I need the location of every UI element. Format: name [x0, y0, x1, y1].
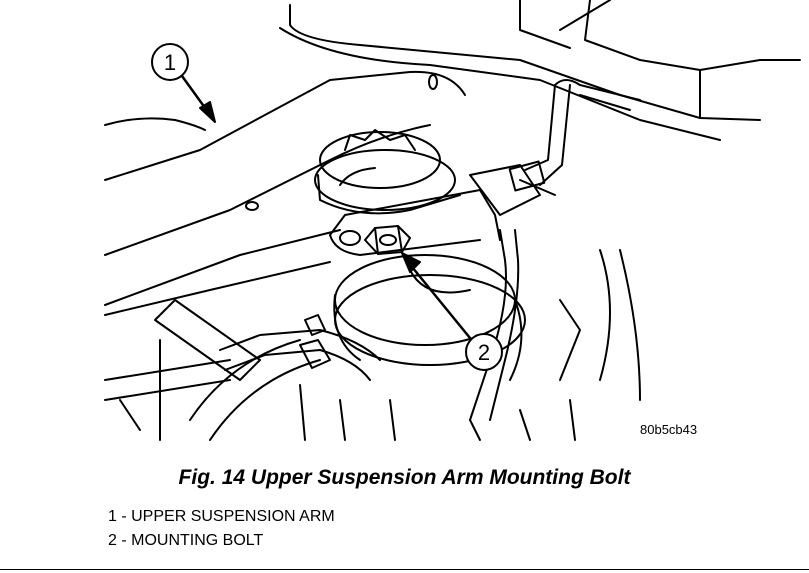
upper-suspension-arm	[104, 70, 466, 316]
frame-rail	[279, 0, 801, 141]
brake-line	[469, 79, 641, 421]
coil-spring	[333, 254, 526, 381]
callout-1-number: 1	[164, 50, 176, 75]
bushing-assembly	[314, 129, 461, 215]
figure-caption: Fig. 14 Upper Suspension Arm Mounting Bo…	[178, 466, 631, 489]
legend-item: 1 - UPPER SUSPENSION ARM	[108, 508, 335, 525]
mounting-bracket	[329, 164, 541, 256]
callout-2: 2	[401, 252, 503, 371]
image-reference-code: 80b5cb43	[640, 422, 698, 437]
callout-1: 1	[151, 43, 216, 123]
frame-right	[469, 249, 641, 441]
background-structure	[119, 339, 396, 441]
legend: 1 - UPPER SUSPENSION ARM 2 - MOUNTING BO…	[108, 505, 335, 553]
suspension-illustration: 1 2	[104, 0, 801, 441]
mounting-bolt	[364, 225, 411, 255]
hose-routing	[104, 299, 381, 441]
bottom-rule	[0, 569, 809, 570]
callout-2-number: 2	[478, 340, 490, 365]
legend-item: 2 - MOUNTING BOLT	[108, 532, 264, 549]
